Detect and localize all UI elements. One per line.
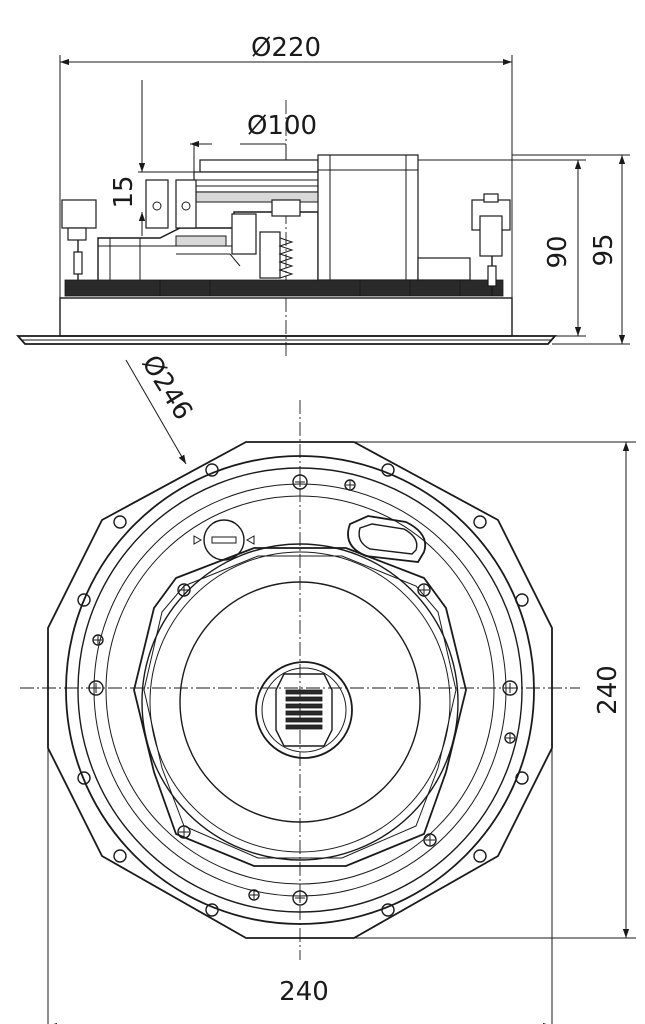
label-front-height: 240 <box>593 665 623 715</box>
dim-front-height: 240 <box>354 441 636 939</box>
front-level-knob <box>193 519 255 561</box>
side-base-plate <box>64 279 504 297</box>
dim-inner-diameter: Ø100 <box>190 111 317 172</box>
side-view <box>16 100 557 358</box>
front-tweeter-grille <box>285 689 323 730</box>
front-outer-ring <box>65 455 535 925</box>
dim-total-height: 95 <box>512 154 630 345</box>
dim-offset-depth: 15 <box>109 80 200 236</box>
front-tweeter <box>255 661 353 759</box>
front-cone <box>179 581 421 823</box>
label-total-height: 95 <box>589 233 619 266</box>
dim-front-width: 240 <box>47 748 553 1024</box>
side-chassis <box>97 211 319 280</box>
dim-top-diameter: Ø220 <box>59 33 513 298</box>
label-offset-depth: 15 <box>109 175 139 208</box>
label-front-width: 240 <box>279 977 329 1007</box>
front-view <box>20 400 580 960</box>
label-top-diameter: Ø220 <box>251 33 321 63</box>
side-magnet-block <box>317 154 419 281</box>
dim-flange-diameter: Ø246 <box>125 350 198 465</box>
dim-body-height: 90 <box>418 159 586 337</box>
label-flange-diameter: Ø246 <box>135 350 198 425</box>
front-screws <box>88 474 518 906</box>
front-surround <box>141 543 459 861</box>
label-body-height: 90 <box>543 235 573 268</box>
front-driver-frame <box>133 547 467 867</box>
front-mounting-holes <box>77 463 529 917</box>
label-inner-diameter: Ø100 <box>247 111 317 141</box>
side-spring <box>278 237 294 279</box>
side-left-clamp <box>61 199 97 229</box>
front-port <box>347 515 427 563</box>
